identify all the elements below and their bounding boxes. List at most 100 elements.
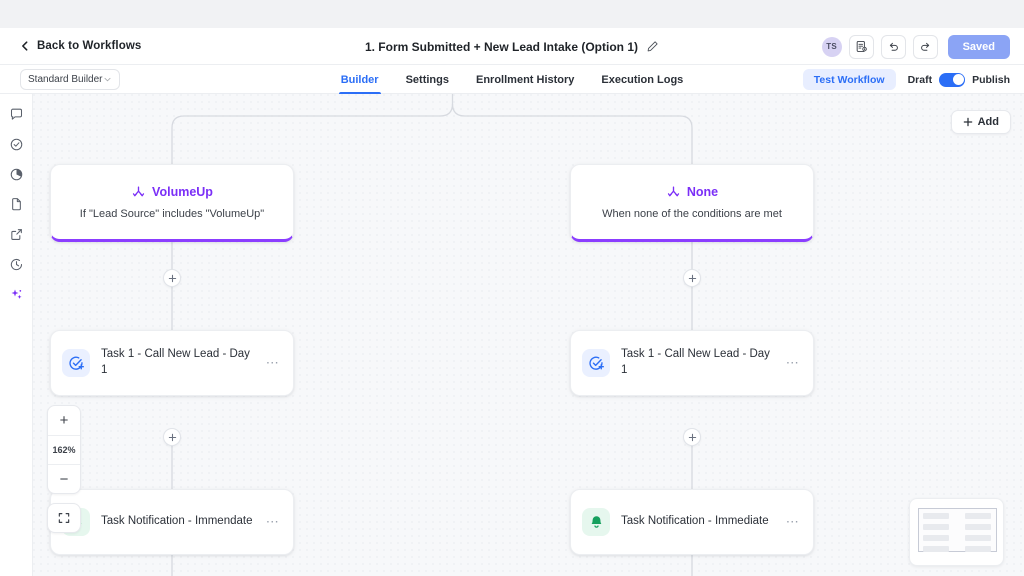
add-step-label: Add bbox=[977, 116, 999, 128]
builder-mode-value: Standard Builder bbox=[28, 74, 103, 85]
action-node-task-right[interactable]: Task 1 - Call New Lead - Day 1 ⋯ bbox=[570, 330, 814, 396]
branch-split-icon bbox=[667, 186, 679, 196]
tab-bar-actions: Test Workflow Draft Publish bbox=[802, 65, 1010, 94]
sidebar-item-history[interactable] bbox=[7, 255, 25, 273]
browser-chrome-strip bbox=[0, 0, 1024, 28]
sidebar-item-ai-assistant[interactable] bbox=[7, 285, 25, 303]
sparkles-ai-icon bbox=[11, 289, 21, 299]
insert-step-button[interactable] bbox=[683, 269, 701, 287]
plus-icon bbox=[168, 274, 176, 282]
more-horizontal-icon[interactable]: ⋯ bbox=[785, 355, 800, 370]
node-icon-tile bbox=[62, 349, 90, 377]
avatar[interactable]: TS bbox=[821, 36, 842, 57]
more-horizontal-icon[interactable]: ⋯ bbox=[265, 514, 280, 529]
insert-step-button[interactable] bbox=[163, 428, 181, 446]
zoom-in-button[interactable]: + bbox=[59, 412, 69, 429]
node-icon-tile bbox=[582, 508, 610, 536]
branch-title: VolumeUp bbox=[152, 185, 213, 199]
toggle-knob bbox=[952, 74, 964, 85]
publish-toggle[interactable] bbox=[939, 72, 966, 87]
test-workflow-button[interactable]: Test Workflow bbox=[802, 69, 896, 90]
bell-icon bbox=[591, 515, 601, 528]
undo-icon bbox=[889, 42, 898, 51]
minimap-node bbox=[965, 546, 991, 552]
plus-icon bbox=[688, 274, 696, 282]
task-add-icon bbox=[588, 356, 604, 370]
node-label: Task 1 - Call New Lead - Day 1 bbox=[101, 348, 250, 376]
tab-execution-logs[interactable]: Execution Logs bbox=[601, 73, 684, 86]
node-label: Task 1 - Call New Lead - Day 1 bbox=[621, 348, 770, 376]
external-link-icon bbox=[10, 228, 22, 240]
task-add-icon bbox=[68, 356, 84, 370]
plus-icon bbox=[688, 433, 696, 441]
check-circle-icon bbox=[10, 138, 22, 150]
more-horizontal-icon[interactable]: ⋯ bbox=[785, 514, 800, 529]
branch-header: VolumeUp bbox=[131, 185, 213, 200]
file-icon bbox=[11, 197, 21, 210]
builder-mode-select[interactable]: Standard Builder bbox=[20, 69, 120, 90]
chevron-left-icon bbox=[22, 41, 28, 51]
node-label: Task Notification - Immendate bbox=[101, 515, 253, 528]
undo-button[interactable] bbox=[880, 34, 906, 59]
notes-button[interactable] bbox=[848, 34, 874, 59]
sidebar-item-tasks[interactable] bbox=[7, 135, 25, 153]
sidebar-item-open-external[interactable] bbox=[7, 225, 25, 243]
tab-builder[interactable]: Builder bbox=[338, 65, 381, 94]
sidebar-item-reports[interactable] bbox=[7, 165, 25, 183]
minimap-node bbox=[923, 546, 949, 552]
document-settings-icon bbox=[856, 40, 867, 53]
pencil-icon[interactable] bbox=[646, 40, 659, 53]
action-node-notification-right[interactable]: Task Notification - Immediate ⋯ bbox=[570, 489, 814, 555]
minimap-node bbox=[923, 535, 949, 541]
workflow-canvas[interactable]: VolumeUp If "Lead Source" includes "Volu… bbox=[33, 94, 1024, 576]
more-horizontal-icon[interactable]: ⋯ bbox=[265, 355, 280, 370]
minimap-node bbox=[965, 535, 991, 541]
branch-split-icon bbox=[132, 186, 145, 196]
action-node-task-left[interactable]: Task 1 - Call New Lead - Day 1 ⋯ bbox=[50, 330, 294, 396]
minimap-viewport bbox=[918, 508, 997, 552]
redo-icon bbox=[920, 42, 929, 51]
pie-chart-icon bbox=[10, 168, 22, 180]
branch-title: None bbox=[686, 185, 719, 199]
branch-subtitle: When none of the conditions are met bbox=[602, 207, 782, 220]
draft-publish-group: Draft Publish bbox=[907, 72, 1010, 87]
fit-to-screen-button[interactable] bbox=[47, 503, 81, 533]
zoom-out-button[interactable]: − bbox=[48, 464, 80, 493]
draft-label: Draft bbox=[907, 73, 933, 86]
publish-label: Publish bbox=[972, 73, 1010, 86]
action-node-notification-left[interactable]: Task Notification - Immendate ⋯ bbox=[50, 489, 294, 555]
insert-step-button[interactable] bbox=[163, 269, 181, 287]
zoom-level-label: 162% bbox=[48, 435, 80, 464]
node-icon-tile bbox=[582, 349, 610, 377]
minimap-node bbox=[965, 513, 991, 519]
branch-node-volumeup[interactable]: VolumeUp If "Lead Source" includes "Volu… bbox=[50, 164, 294, 242]
tabs: Builder Settings Enrollment History Exec… bbox=[0, 65, 1024, 94]
sidebar-item-documents[interactable] bbox=[7, 195, 25, 213]
left-icon-rail bbox=[0, 94, 33, 576]
minimap-node bbox=[923, 513, 949, 519]
minimap-node bbox=[965, 524, 991, 530]
fit-to-screen-icon bbox=[58, 513, 70, 523]
page-title: 1. Form Submitted + New Lead Intake (Opt… bbox=[364, 39, 639, 54]
zoom-controls: + 162% − bbox=[47, 405, 81, 494]
sidebar-item-conversations[interactable] bbox=[7, 105, 25, 123]
branch-node-none[interactable]: None When none of the conditions are met bbox=[570, 164, 814, 242]
chevron-down-icon bbox=[104, 77, 111, 82]
tab-enrollment-history[interactable]: Enrollment History bbox=[476, 73, 575, 86]
node-label: Task Notification - Immediate bbox=[621, 515, 769, 528]
back-to-workflows-button[interactable]: Back to Workflows bbox=[20, 40, 141, 52]
insert-step-button[interactable] bbox=[683, 428, 701, 446]
tab-settings[interactable]: Settings bbox=[405, 73, 449, 86]
back-to-workflows-label: Back to Workflows bbox=[37, 40, 142, 52]
top-header-bar: Back to Workflows 1. Form Submitted + Ne… bbox=[0, 28, 1024, 65]
plus-icon bbox=[963, 117, 972, 127]
workflow-flow: VolumeUp If "Lead Source" includes "Volu… bbox=[33, 94, 1024, 576]
chat-bubble-icon bbox=[10, 108, 22, 120]
add-step-button[interactable]: Add bbox=[950, 110, 1011, 134]
redo-button[interactable] bbox=[912, 34, 938, 59]
canvas-minimap[interactable] bbox=[909, 498, 1004, 566]
tab-bar: Standard Builder Builder Settings Enroll… bbox=[0, 65, 1024, 94]
save-button[interactable]: Saved bbox=[947, 34, 1010, 59]
branch-header: None bbox=[666, 185, 718, 200]
